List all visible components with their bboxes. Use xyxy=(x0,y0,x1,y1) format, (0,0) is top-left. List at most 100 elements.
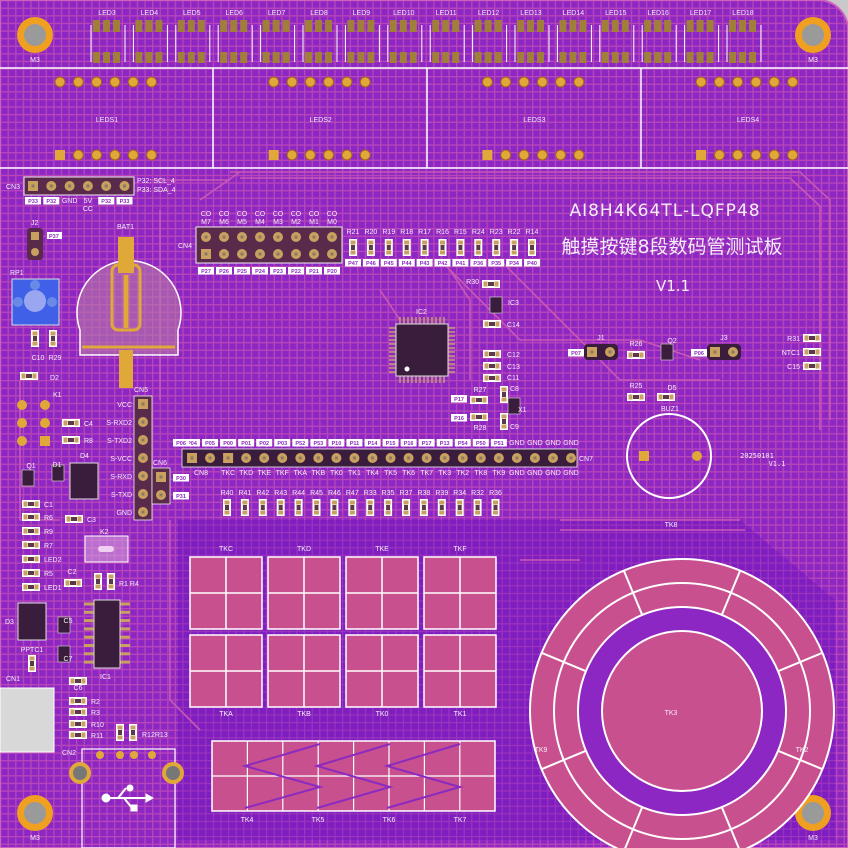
resistor-r18 xyxy=(402,239,411,256)
slider-label: TK5 xyxy=(312,817,325,824)
resistor-ref: R41 xyxy=(238,490,251,497)
resistor-r43 xyxy=(276,499,285,516)
r10-ref: R10 xyxy=(91,722,104,729)
ic2-mcu: IC2 xyxy=(389,309,455,383)
rp1-potentiometer[interactable]: RP1 xyxy=(10,270,60,326)
j2-header[interactable]: J2 P37 xyxy=(27,220,62,260)
mount-hole-label: M3 xyxy=(30,835,40,842)
cn7-net: P13 xyxy=(436,439,453,447)
led-led6: LED6 xyxy=(217,10,253,63)
led-led17: LED17 xyxy=(684,10,720,63)
cn4-label: M7 xyxy=(201,219,211,226)
touch-key-tke[interactable]: TKE xyxy=(345,546,419,630)
cn7-pin xyxy=(187,453,197,463)
cn4-label: M4 xyxy=(255,219,265,226)
cn4-header[interactable]: CN4 COM7P27COM6P26COM5P25COM4P24COM3P23C… xyxy=(178,211,343,275)
cn5-pin xyxy=(138,399,148,409)
mount-hole: M3 xyxy=(795,17,831,64)
led-display-outlines xyxy=(0,67,848,169)
resistor-ref: R19 xyxy=(382,229,395,236)
resistor-ref: R44 xyxy=(292,490,305,497)
cn7-pin xyxy=(331,453,342,463)
cn1-usb-c[interactable]: CN1 xyxy=(0,676,55,753)
cn7-net: P14 xyxy=(364,439,381,447)
cn2-usb-a[interactable]: CN2 xyxy=(62,748,184,848)
cn6-net-text: P31 xyxy=(176,494,186,500)
touch-key-tkc[interactable]: TKC xyxy=(189,546,263,630)
ic1-ref: IC1 xyxy=(100,674,111,681)
cn7-bottom-label: TK5 xyxy=(384,470,397,477)
ic3-ref: IC3 xyxy=(508,300,519,307)
resistor-ref: R45 xyxy=(310,490,323,497)
c8-ref: C8 xyxy=(510,386,519,393)
r10-part xyxy=(69,720,87,728)
cn3-pin xyxy=(64,181,75,191)
cn7-top-label: GND xyxy=(545,440,561,447)
j3-net: P06 xyxy=(691,349,707,357)
d4-diode: D4 xyxy=(69,453,99,500)
cn7-pin xyxy=(529,453,540,463)
cn3-note-1: P32: SCL_4 xyxy=(137,178,175,185)
led-label: LED12 xyxy=(478,10,500,17)
led-display-label: LEDS4 xyxy=(737,117,759,124)
d5-part xyxy=(657,393,675,401)
k1-switch[interactable]: K1 xyxy=(17,392,62,446)
r27-part xyxy=(470,396,488,404)
resistor-ref: R38 xyxy=(417,490,430,497)
led-led14: LED14 xyxy=(556,10,592,63)
resistor-ref: R18 xyxy=(400,229,413,236)
k2-switch[interactable]: K2 xyxy=(84,529,129,563)
d2-part xyxy=(20,372,38,380)
j3-pin xyxy=(728,347,738,357)
cn5-ref: CN5 xyxy=(134,387,148,394)
resistor-ref: R33 xyxy=(364,490,377,497)
resistor-net: P46 xyxy=(362,259,379,267)
resistor-r37 xyxy=(402,499,410,516)
touch-key-tk1[interactable]: TK1 xyxy=(423,634,497,718)
cn7-net: P03 xyxy=(274,439,291,447)
resistor-ref: R39 xyxy=(435,490,448,497)
led-label: LED14 xyxy=(563,10,585,17)
touch-key-tkf[interactable]: TKF xyxy=(423,546,497,630)
cn4-net-text: P24 xyxy=(255,269,266,275)
led-label: LED8 xyxy=(310,10,328,17)
touch-key-tkb[interactable]: TKB xyxy=(267,634,341,718)
cn1-ref: CN1 xyxy=(6,676,20,683)
resistor-r34 xyxy=(455,499,464,516)
cn3-pin-label-text: P33 xyxy=(120,199,130,205)
cn5-pin xyxy=(138,489,148,499)
resistor-net: P34 xyxy=(506,259,523,267)
j3-pin xyxy=(710,347,720,357)
cn7-bottom-label: GND xyxy=(563,470,579,477)
wheel-label-center: TK3 xyxy=(665,710,678,717)
cn4-net: P22 xyxy=(288,267,304,275)
p16-net-text: P16 xyxy=(454,416,464,422)
resistor-r23 xyxy=(492,239,501,256)
touch-key-tka[interactable]: TKA xyxy=(189,634,263,718)
touch-key-tk0[interactable]: TK0 xyxy=(345,634,419,718)
touch-key-tkd[interactable]: TKD xyxy=(267,546,341,630)
cn4-label-prefix: CO xyxy=(237,211,248,218)
wheel-label-top: TK8 xyxy=(665,522,678,529)
touch-key-label: TKD xyxy=(297,546,311,553)
c14-ref: C14 xyxy=(507,322,520,329)
touch-key-label: TKB xyxy=(297,711,311,718)
led-label: LED17 xyxy=(690,10,712,17)
cn7-pin xyxy=(493,453,504,463)
cn7-net-text: P05 xyxy=(205,441,215,447)
cn4-net: P20 xyxy=(324,267,340,275)
cn4-pin xyxy=(201,249,211,259)
resistor-net: P41 xyxy=(452,259,469,267)
cn3-pin xyxy=(28,181,38,191)
cn7-net-text: P01 xyxy=(241,441,251,447)
